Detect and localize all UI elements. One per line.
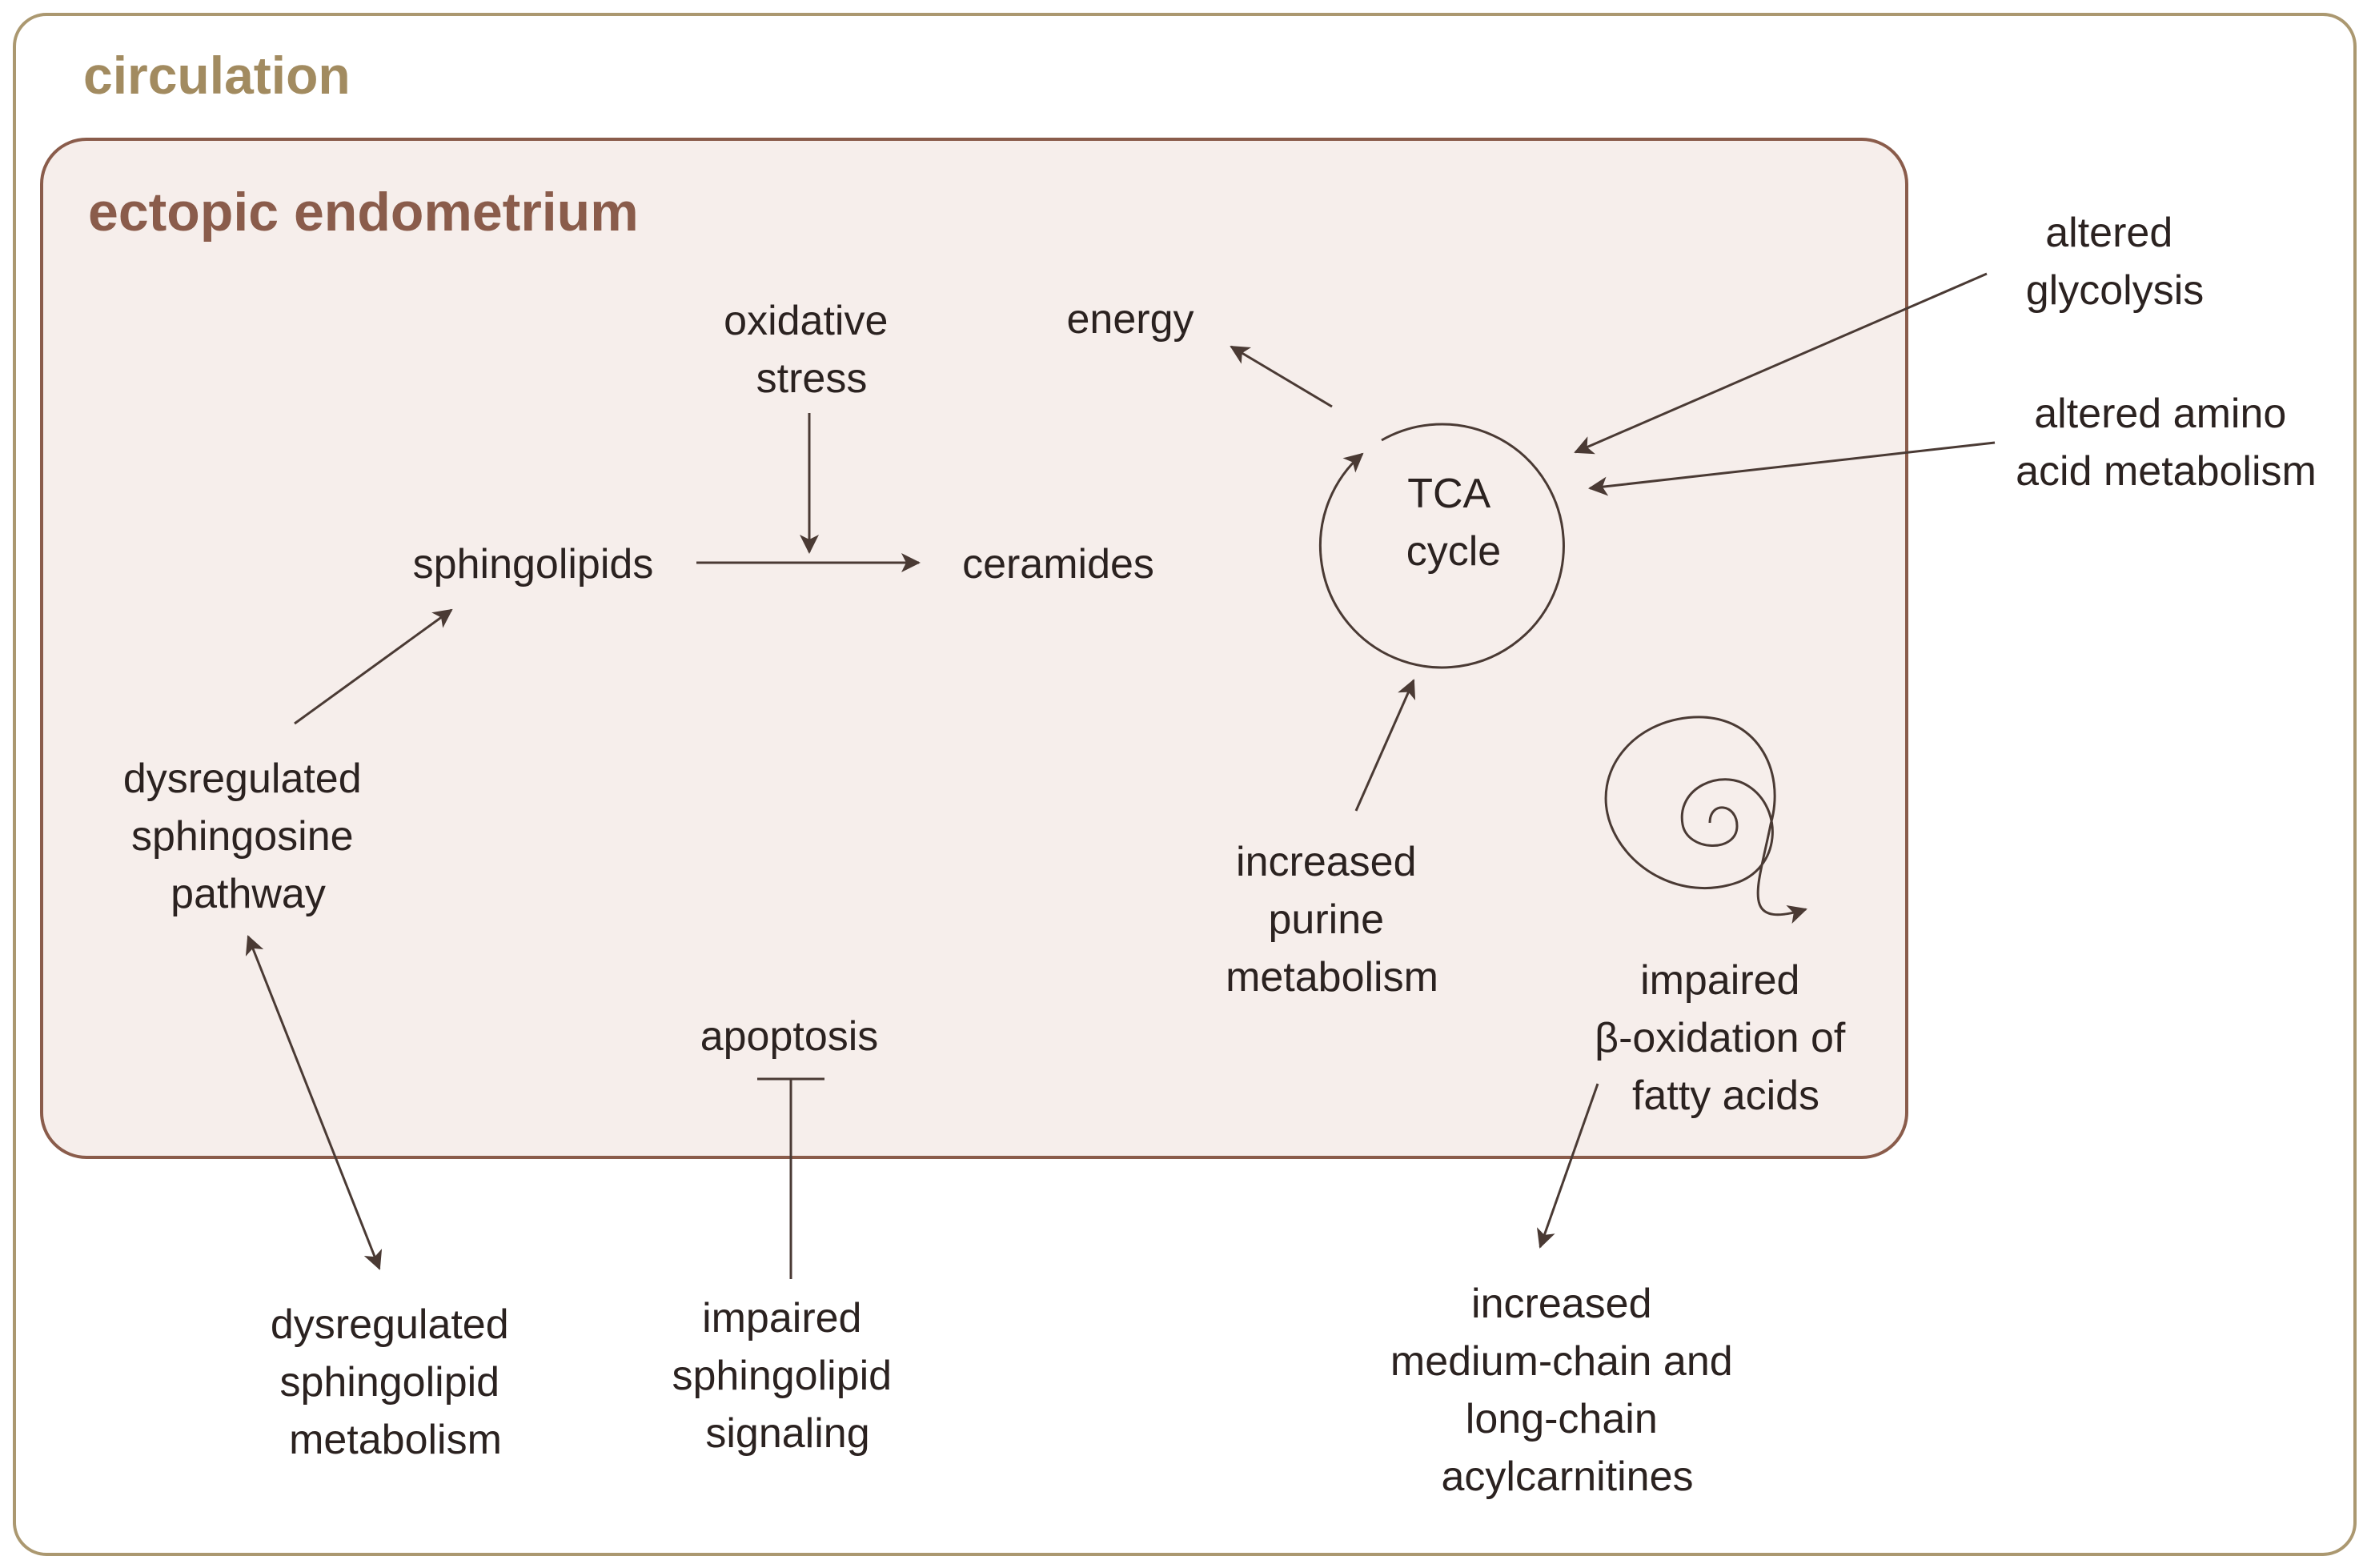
node-increased-purine-line: purine [1268,896,1384,943]
node-impaired-beta-oxidation-line: β-oxidation of [1595,1015,1846,1061]
node-dysregulated-sphingosine-line: dysregulated [123,756,362,802]
node-impaired-beta-oxidation-line: fatty acids [1632,1073,1819,1119]
node-oxidative-stress-line: stress [756,355,868,402]
node-dysregulated-sphingolipid-metabolism-line: metabolism [289,1417,502,1463]
node-energy: energy [1067,296,1194,343]
node-increased-purine-metabolism: increased purine metabolism [1226,839,1438,1001]
node-sphingolipids: sphingolipids [413,541,654,587]
node-impaired-sphingolipid-signaling-line: signaling [705,1410,869,1457]
node-increased-purine-line: metabolism [1226,954,1438,1001]
spiral-arrow-icon [1604,716,1807,924]
ectopic-endometrium-title: ectopic endometrium [88,182,639,243]
node-increased-acylcarnitines: increased medium-chain and long-chain ac… [1390,1281,1744,1500]
node-impaired-sphingolipid-signaling-line: impaired [702,1295,861,1341]
node-dysregulated-sphingolipid-metabolism: dysregulated sphingolipid metabolism [271,1301,520,1463]
node-oxidative-stress-line: oxidative [724,298,888,344]
node-altered-glycolysis-line: glycolysis [2026,267,2205,314]
node-increased-acylcarnitines-line: increased [1471,1281,1651,1327]
edge-sphingosine-to-sphingolipids [294,608,453,725]
node-oxidative-stress: oxidative stress [724,298,900,402]
node-impaired-beta-oxidation-line: impaired [1640,957,1799,1004]
edge-purine-to-tca [1354,679,1416,812]
edge-beta-oxidation-to-acylcarnitines [1537,1083,1599,1249]
node-altered-amino-acid-line: acid metabolism [2016,448,2317,495]
circular-cycle-arrow-icon [1318,423,1565,669]
circulation-title: circulation [83,46,351,105]
edge-tca-to-energy [1230,345,1333,408]
node-impaired-sphingolipid-signaling-line: sphingolipid [672,1353,892,1399]
node-apoptosis: apoptosis [700,1013,879,1060]
edge-sphingosine-sphingolipid-metabolism [245,935,383,1270]
node-tca-cycle: TCA cycle [1406,471,1501,575]
node-apoptosis-line: apoptosis [700,1013,879,1060]
ectopic-endometrium-compartment [40,138,1908,1159]
edge-glycolysis-to-tca [1574,272,1988,455]
node-tca-cycle-line: TCA [1407,471,1490,517]
node-increased-acylcarnitines-line: acylcarnitines [1441,1454,1693,1500]
node-sphingolipids-line: sphingolipids [413,541,654,587]
node-altered-glycolysis: altered glycolysis [2026,210,2205,314]
node-altered-amino-acid-metabolism: altered amino acid metabolism [2016,391,2317,495]
node-dysregulated-sphingolipid-metabolism-line: sphingolipid [279,1359,499,1406]
node-dysregulated-sphingosine-line: pathway [171,871,326,917]
node-ceramides: ceramides [962,541,1154,587]
node-ceramides-line: ceramides [962,541,1154,587]
node-dysregulated-sphingosine-line: sphingosine [131,813,354,860]
node-tca-cycle-line: cycle [1406,528,1501,575]
node-dysregulated-sphingosine-pathway: dysregulated sphingosine pathway [123,756,373,917]
edge-amino-acid-to-tca [1588,441,1996,496]
node-increased-acylcarnitines-line: long-chain [1466,1396,1658,1442]
node-impaired-sphingolipid-signaling: impaired sphingolipid signaling [672,1295,903,1457]
node-impaired-beta-oxidation: impaired β-oxidation of fatty acids [1595,957,1857,1119]
node-altered-glycolysis-line: altered [2045,210,2172,256]
node-altered-amino-acid-line: altered amino [2034,391,2286,437]
node-increased-acylcarnitines-line: medium-chain and [1390,1338,1733,1385]
edges [245,272,1996,1279]
node-dysregulated-sphingolipid-metabolism-line: dysregulated [271,1301,509,1348]
node-increased-purine-line: increased [1236,839,1416,885]
node-energy-line: energy [1067,296,1194,343]
